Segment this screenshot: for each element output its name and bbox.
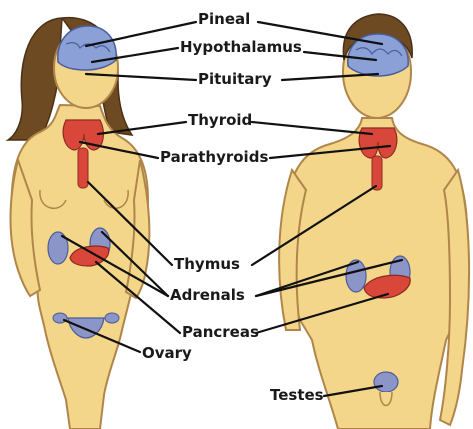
label-pineal: Pineal [198, 12, 250, 27]
male-thymus [372, 156, 382, 190]
label-pancreas: Pancreas [182, 325, 259, 340]
label-adrenals: Adrenals [170, 288, 245, 303]
label-thyroid: Thyroid [188, 113, 252, 128]
label-ovary: Ovary [142, 346, 192, 361]
male-testes [374, 372, 398, 392]
label-thymus: Thymus [174, 257, 240, 272]
label-hypothalamus: Hypothalamus [180, 40, 302, 55]
female-thymus [78, 148, 88, 188]
female-right-ovary [105, 313, 119, 323]
label-testes: Testes [270, 388, 324, 403]
label-pituitary: Pituitary [198, 72, 272, 87]
label-parathyroids: Parathyroids [160, 150, 268, 165]
male-figure [279, 14, 469, 429]
female-figure [8, 18, 149, 429]
